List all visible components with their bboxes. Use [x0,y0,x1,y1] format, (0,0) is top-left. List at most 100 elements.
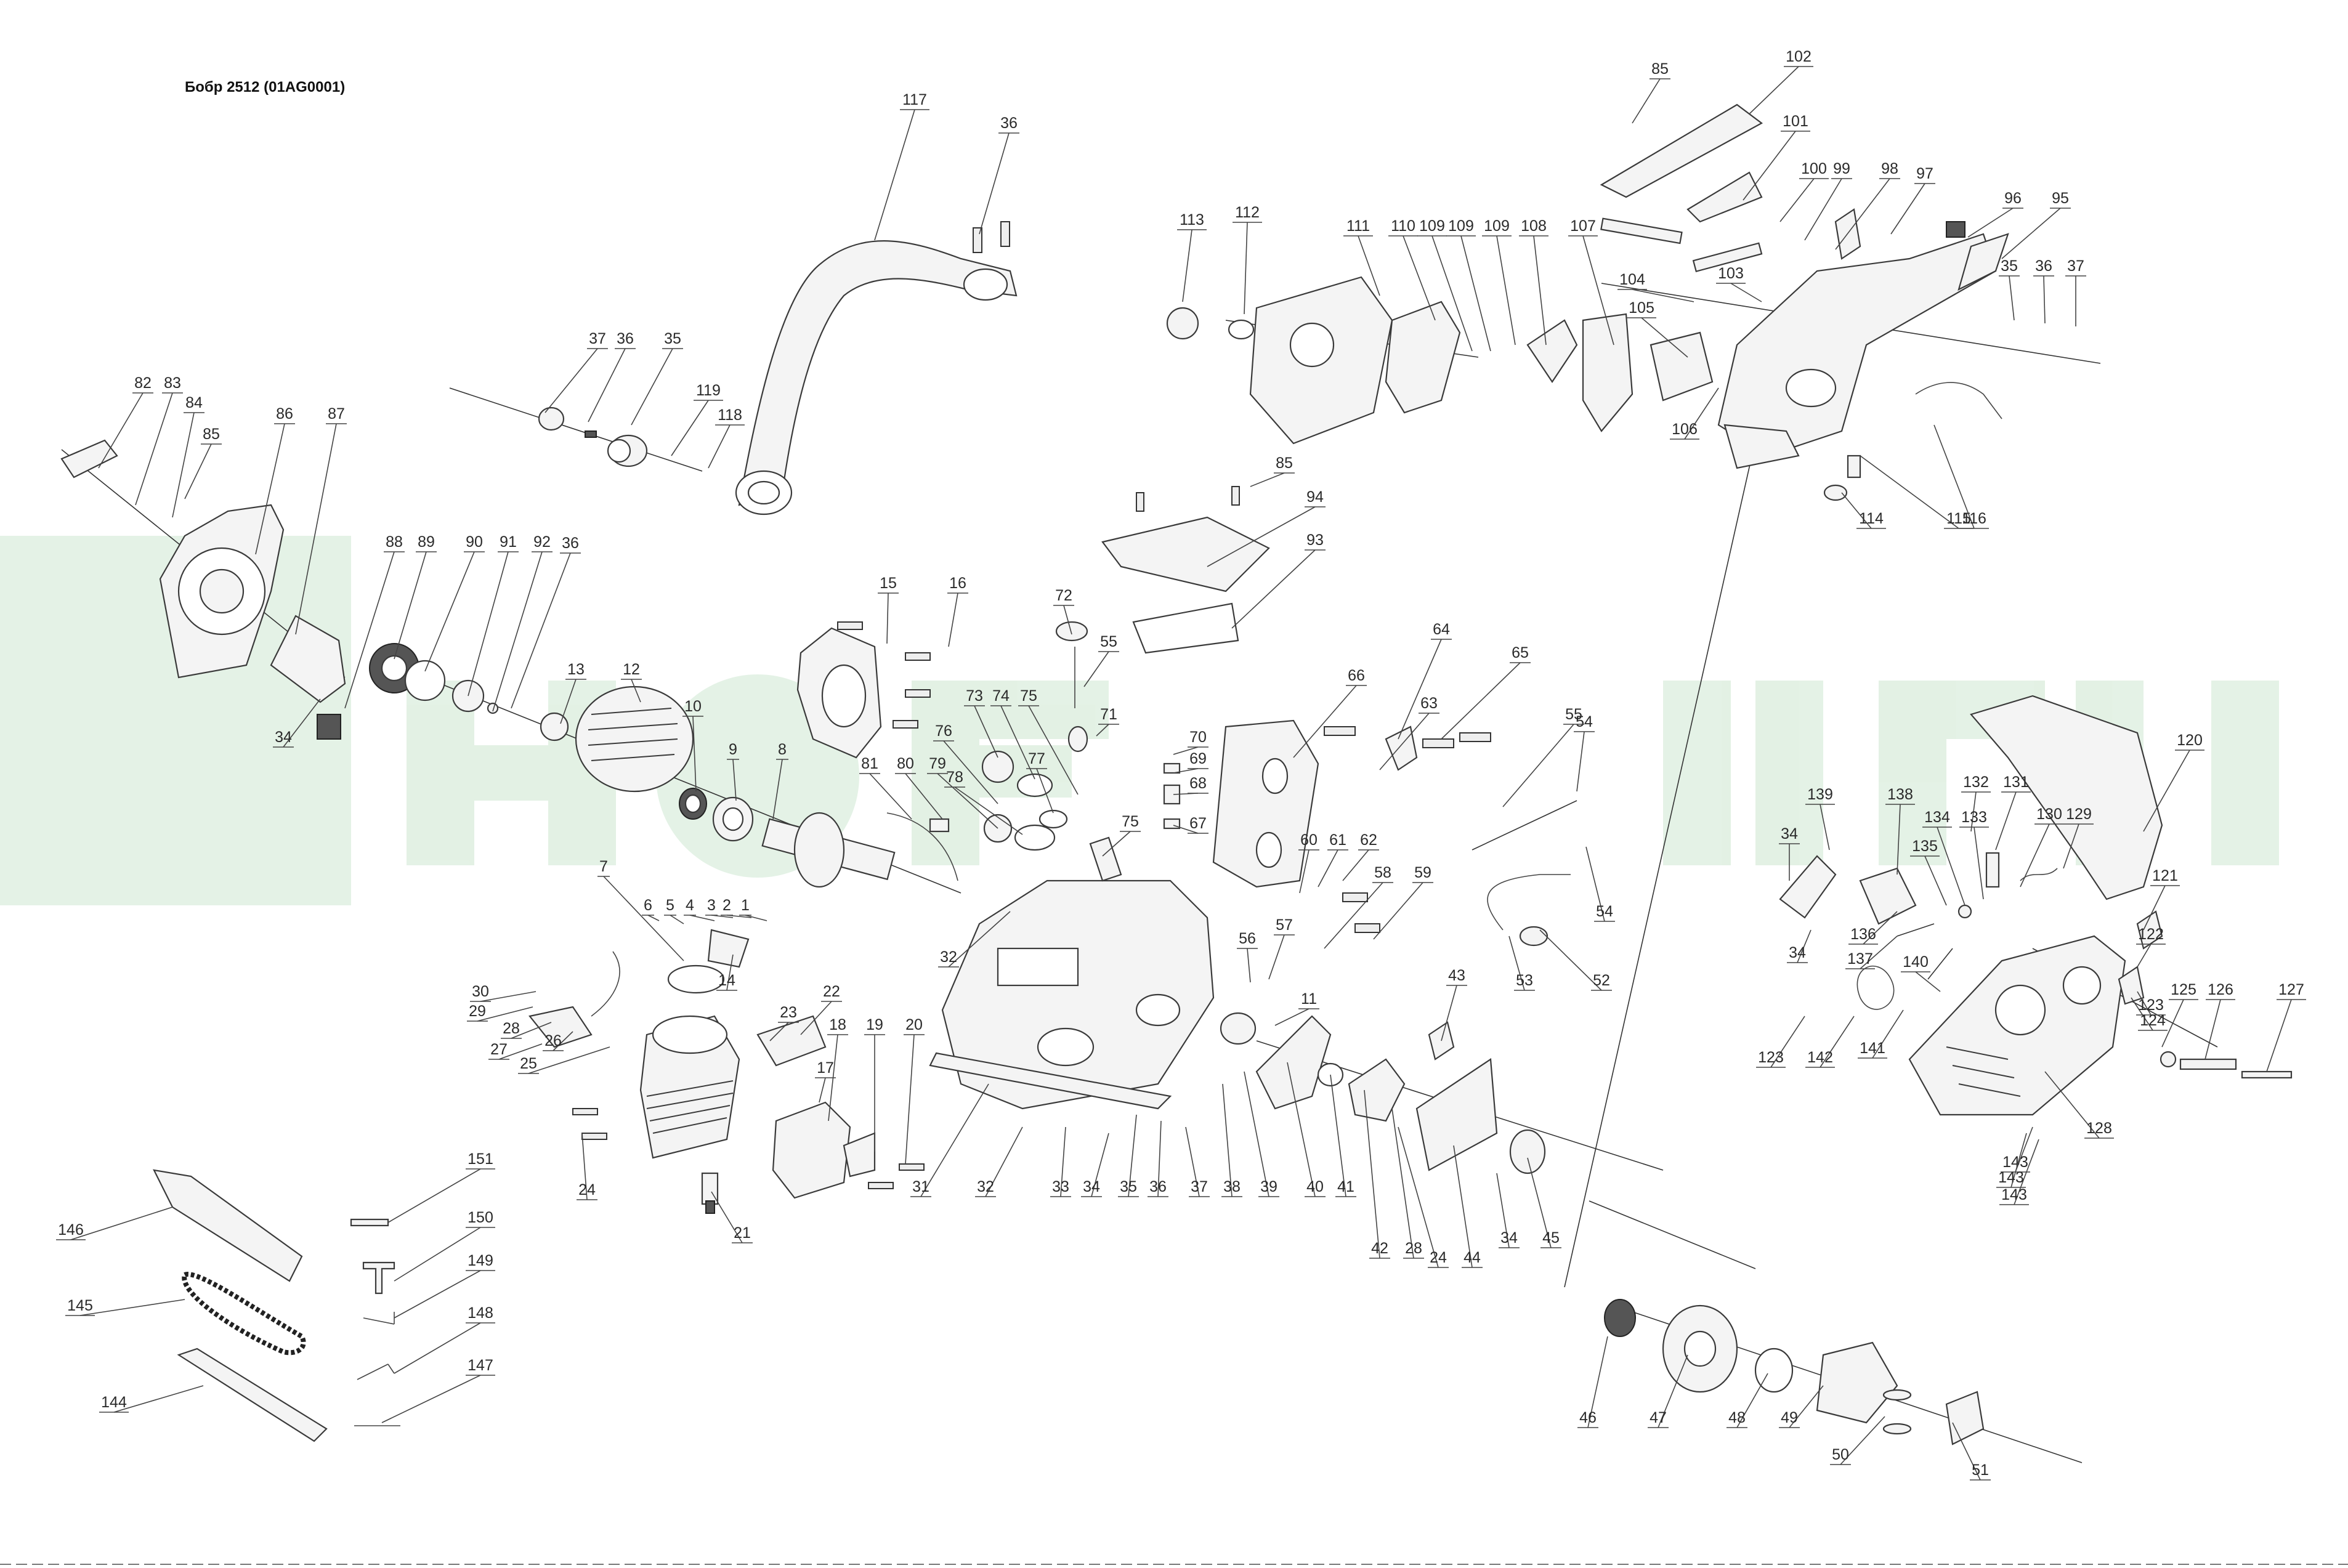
part-callout-94: 94 [1207,488,1326,567]
part-number-label: 4 [686,897,694,914]
leader-line [1063,605,1072,635]
leader-line [905,1034,915,1165]
part-callout-35: 35 [631,330,683,426]
part-number-label: 62 [1360,831,1377,849]
part-callout-107: 107 [1568,217,1614,346]
part-callout-36: 36 [979,115,1019,235]
part-callout-133: 133 [1959,809,1989,900]
leader-line [1299,849,1310,894]
part-callout-70: 70 [1173,729,1208,755]
part-callout-34: 34 [1779,825,1800,881]
leader-line [2043,275,2046,324]
part-number-label: 36 [617,330,634,347]
part-number-label: 75 [1020,687,1037,705]
part-number-label: 18 [829,1016,846,1033]
leader-line [828,1034,838,1121]
leader-line [1841,492,1872,529]
part-callout-144: 144 [99,1385,204,1413]
leader-line [711,1191,743,1243]
part-number-label: 11 [1301,990,1317,1008]
part-callout-34: 34 [1787,929,1812,963]
part-number-label: 98 [1881,160,1898,177]
part-number-label: 68 [1189,775,1207,792]
part-number-label: 72 [1055,587,1072,604]
part-callout-58: 58 [1324,864,1393,949]
part-callout-19: 19 [864,1016,885,1152]
leader-line [1770,1016,1805,1068]
part-number-label: 126 [2208,981,2233,998]
leader-line [1091,1133,1109,1197]
leader-line [979,132,1010,235]
part-callout-2: 2 [721,897,752,918]
leader-line [732,759,737,801]
part-callout-85: 85 [1250,455,1295,487]
part-callout-104: 104 [1617,271,1694,302]
leader-line [2161,999,2184,1048]
part-callout-96: 96 [1967,190,2023,238]
part-number-label: 83 [164,374,181,392]
leader-line [1431,235,1473,352]
part-number-label: 146 [58,1221,84,1239]
part-number-label: 38 [1223,1178,1241,1195]
part-number-label: 128 [2086,1120,2112,1137]
part-number-label: 121 [2152,867,2178,884]
part-number-label: 130 [2036,806,2062,823]
leader-line [511,552,571,709]
part-callout-112: 112 [1233,204,1262,315]
part-number-label: 66 [1348,667,1365,684]
leader-line [581,1133,588,1200]
leader-line [394,1270,481,1319]
part-callout-148: 148 [394,1304,495,1374]
part-number-label: 97 [1916,165,1933,182]
part-callout-109: 109 [1446,217,1491,352]
leader-line [1743,131,1796,201]
part-number-label: 107 [1570,217,1596,235]
part-number-label: 20 [905,1016,923,1033]
clutch-side-parts [1220,1012,1546,1174]
part-callout-26: 26 [543,1031,573,1051]
leader-line [1398,1126,1439,1268]
part-callout-132: 132 [1961,774,1991,832]
part-number-label: 36 [1149,1178,1167,1195]
part-number-label: 49 [1781,1409,1798,1426]
leader-line [1391,1108,1414,1259]
part-callout-124: 124 [2131,997,2168,1031]
part-number-label: 47 [1650,1409,1667,1426]
leader-line [98,392,144,469]
part-number-label: 36 [2035,257,2052,275]
part-callout-46: 46 [1577,1336,1608,1428]
leader-line [2015,1126,2033,1173]
leader-line [886,592,889,644]
part-number-label: 27 [490,1041,508,1058]
leader-line [1358,235,1380,296]
part-number-label: 110 [1391,217,1415,235]
part-number-label: 22 [823,983,840,1000]
front-frame [1212,719,1418,888]
part-number-label: 29 [469,1003,486,1020]
leader-line [184,443,212,499]
leader-line [1804,178,1842,241]
part-callout-54: 54 [1585,846,1615,922]
top-cover [1101,516,1270,654]
leader-line [974,705,998,758]
handle-base [1723,382,2002,501]
leader-line [1157,1120,1162,1197]
part-number-label: 134 [1924,809,1950,826]
part-number-label: 149 [468,1252,493,1269]
part-number-label: 87 [328,405,345,422]
part-callout-123: 123 [1756,1016,1805,1068]
part-callout-54: 54 [1574,713,1595,792]
part-callout-117: 117 [874,91,929,241]
leader-line [1403,235,1436,321]
leader-line [920,1083,989,1197]
part-number-label: 7 [599,858,608,875]
part-callout-21: 21 [711,1191,753,1243]
part-number-label: 52 [1593,972,1610,989]
leader-line [1293,685,1357,758]
leader-line [948,592,958,647]
part-callout-24: 24 [1398,1126,1449,1268]
leader-line [1060,1126,1066,1197]
leader-line [480,991,536,1002]
part-number-label: 44 [1463,1249,1481,1266]
leader-line [1952,1422,1981,1481]
